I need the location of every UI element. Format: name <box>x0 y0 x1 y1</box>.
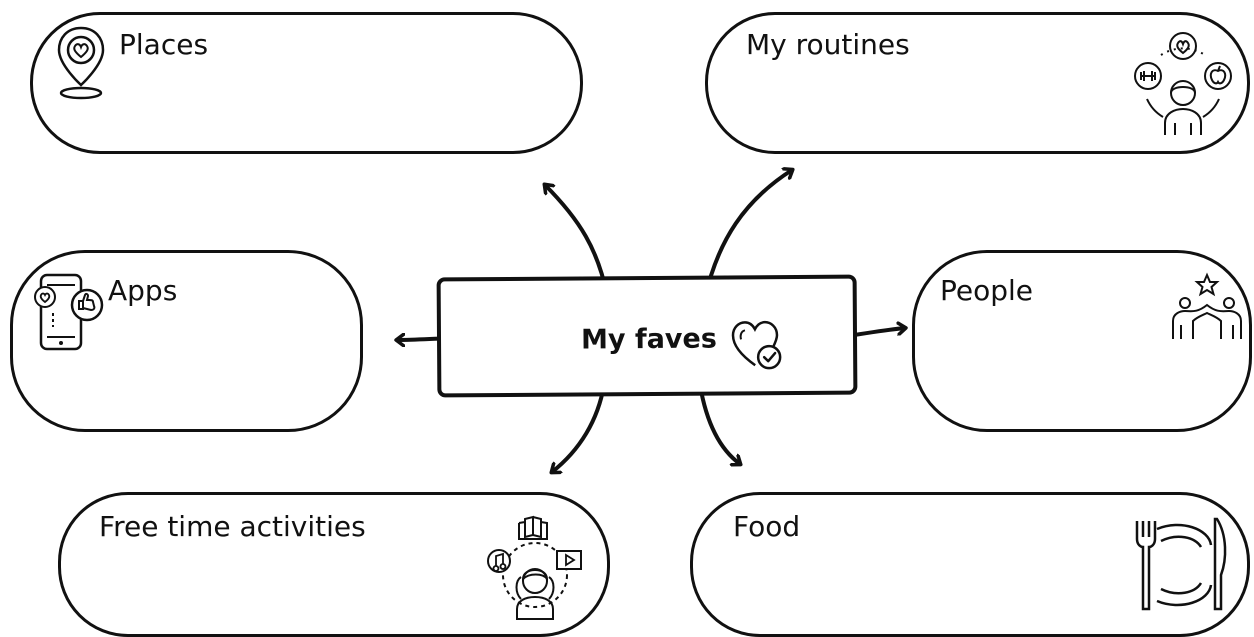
node-food: Food <box>690 492 1250 637</box>
node-label-free-time-activities: Free time activities <box>99 510 366 543</box>
people-star-icon <box>1172 272 1242 339</box>
smartphone-social-icon <box>34 273 104 351</box>
node-label-my-routines: My routines <box>746 28 910 61</box>
heart-check-icon <box>731 320 782 370</box>
node-label-places: Places <box>119 28 209 61</box>
arrow-to-food <box>698 383 740 464</box>
plate-fork-knife-icon <box>1135 517 1227 611</box>
center-title: My faves <box>580 323 717 356</box>
node-people: People <box>912 250 1252 432</box>
person-hobbies-icon <box>487 515 582 620</box>
node-free-time-activities: Free time activities <box>58 492 610 637</box>
node-apps: Apps <box>10 250 363 432</box>
location-heart-pin-icon <box>57 26 105 100</box>
arrow-to-free-time <box>552 383 606 472</box>
node-my-routines: My routines <box>705 12 1250 154</box>
node-label-apps: Apps <box>108 274 178 307</box>
center-node: My faves <box>436 274 858 398</box>
node-label-people: People <box>940 274 1034 307</box>
node-label-food: Food <box>733 510 801 543</box>
person-health-routine-icon <box>1134 32 1232 135</box>
node-places: Places <box>30 12 583 154</box>
